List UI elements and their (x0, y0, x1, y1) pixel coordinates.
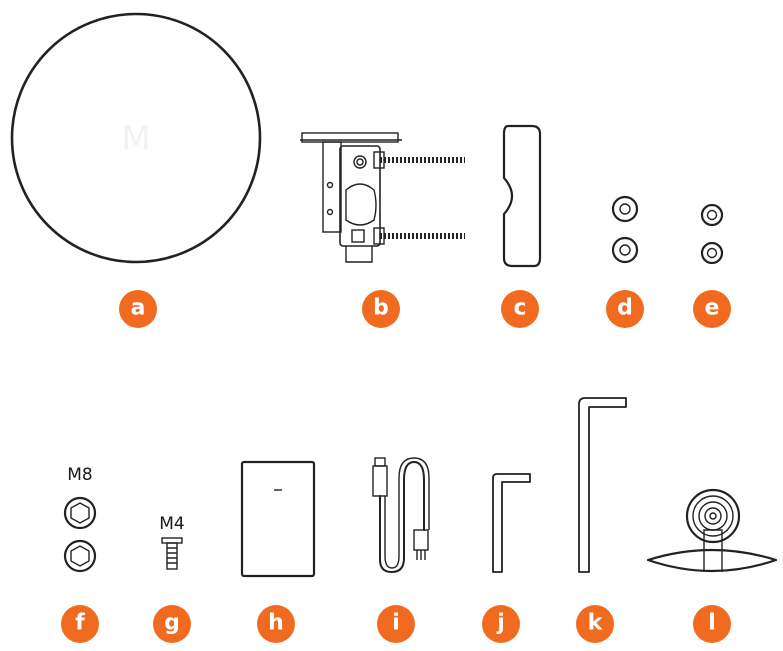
badge-h: h (257, 605, 295, 643)
badge-f: f (61, 605, 99, 643)
badge-b-letter: b (373, 296, 389, 321)
badge-b: b (362, 290, 400, 328)
badge-h-letter: h (268, 611, 284, 636)
badge-g: g (153, 605, 191, 643)
badge-e: e (693, 290, 731, 328)
badge-k: k (576, 605, 614, 643)
box-icon (240, 460, 316, 578)
large-hex-key-icon (578, 397, 627, 573)
m8-size-label: M8 (67, 465, 92, 485)
small-hex-key-icon (492, 473, 531, 573)
badge-d-letter: d (617, 296, 633, 321)
badge-l: l (693, 605, 731, 643)
large-washers-icon (611, 195, 639, 264)
badge-i-letter: i (392, 611, 400, 636)
mirror-disc-icon: M (10, 12, 262, 264)
cable-icon (372, 457, 430, 573)
mount-base-icon (646, 488, 778, 573)
badge-e-letter: e (705, 296, 720, 321)
m4-screw-icon: M4 (159, 514, 185, 570)
m4-size-label: M4 (159, 514, 184, 534)
badge-j: j (482, 605, 520, 643)
svg-text:M: M (121, 119, 150, 159)
badge-c: c (501, 290, 539, 328)
small-washers-icon (700, 203, 724, 265)
curved-clamp-icon (502, 124, 542, 268)
badge-d: d (606, 290, 644, 328)
badge-k-letter: k (588, 611, 604, 636)
badge-a: a (119, 290, 157, 328)
badge-f-letter: f (75, 611, 85, 636)
m8-nuts-icon: M8 (63, 465, 97, 573)
badge-j-letter: j (496, 611, 505, 636)
badge-l-letter: l (708, 611, 716, 636)
badge-i: i (377, 605, 415, 643)
badge-c-letter: c (513, 296, 526, 321)
badge-a-letter: a (131, 296, 146, 321)
part-badges: a b c d e f g h (61, 290, 731, 643)
pole-bracket-icon (300, 132, 465, 263)
badge-g-letter: g (164, 611, 180, 636)
